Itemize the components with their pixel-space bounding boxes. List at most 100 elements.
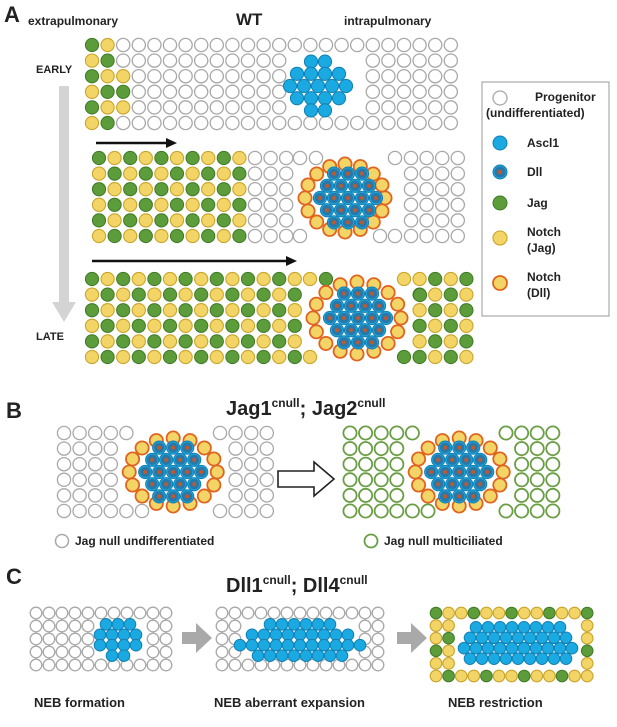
cell xyxy=(55,658,69,672)
cell-grids xyxy=(29,37,594,683)
cell xyxy=(443,349,458,365)
cell xyxy=(396,349,412,365)
cell xyxy=(428,287,443,302)
ascl1-cell xyxy=(311,649,325,662)
ascl1-cell xyxy=(317,91,333,106)
cell xyxy=(56,503,72,519)
cell xyxy=(419,213,434,228)
cell xyxy=(147,68,162,84)
cell xyxy=(232,150,247,166)
cell xyxy=(443,100,459,115)
cell xyxy=(209,287,224,302)
cell xyxy=(373,456,389,472)
cell xyxy=(428,271,443,287)
ascl1-cell xyxy=(245,638,259,652)
legend-key-jag xyxy=(492,195,508,211)
cell xyxy=(216,182,231,197)
timeline-arrow xyxy=(52,86,76,322)
cell xyxy=(91,182,107,197)
cell xyxy=(131,115,147,131)
dll-cell xyxy=(188,478,200,490)
notch-dll-cell xyxy=(492,451,508,467)
legend-label-ascl1: Ascl1 xyxy=(527,136,559,150)
dll-cell xyxy=(195,466,207,478)
cell xyxy=(459,271,474,287)
cell xyxy=(55,619,69,633)
cell xyxy=(56,425,72,441)
cell xyxy=(412,349,427,365)
cell xyxy=(389,487,405,503)
cell xyxy=(365,68,381,84)
cell xyxy=(247,150,263,166)
cell xyxy=(87,488,103,503)
ascl1-cell xyxy=(323,649,337,662)
cell xyxy=(159,619,173,633)
cell xyxy=(42,645,56,659)
ascl1-cell xyxy=(263,649,277,662)
cell xyxy=(278,228,294,244)
cell xyxy=(256,349,271,365)
cell xyxy=(115,115,131,131)
cell xyxy=(107,213,122,228)
cell xyxy=(146,632,160,646)
notch-dll-cell xyxy=(380,285,396,301)
ascl1-cell xyxy=(93,638,107,652)
cell xyxy=(185,150,200,166)
jag-null-undiff-key xyxy=(54,533,70,549)
panel-c-sup1: cnull xyxy=(263,573,291,587)
cell xyxy=(480,669,493,683)
cell xyxy=(271,100,287,115)
cell xyxy=(403,228,419,244)
cell xyxy=(107,228,122,244)
cell xyxy=(580,606,594,620)
dll-cell xyxy=(338,337,350,348)
ascl1-cell xyxy=(499,652,513,665)
cell xyxy=(396,100,412,115)
notch-dll-cell xyxy=(308,324,324,340)
cell xyxy=(568,669,581,683)
cell xyxy=(215,606,229,620)
cell xyxy=(146,606,160,620)
cell xyxy=(159,658,173,672)
cell xyxy=(403,197,419,213)
cell xyxy=(56,441,72,456)
ascl1-cell xyxy=(341,628,355,642)
notch-dll-cell xyxy=(309,214,325,230)
dll-cell xyxy=(345,300,357,312)
cell xyxy=(225,349,240,365)
cell xyxy=(428,303,443,318)
cell xyxy=(107,197,122,212)
dll-cell xyxy=(481,466,493,478)
panel-c-restriction-grid xyxy=(429,606,594,683)
ascl1-cell xyxy=(305,628,319,642)
cell xyxy=(389,441,405,457)
cell xyxy=(427,53,443,68)
cell xyxy=(373,487,389,503)
cell xyxy=(131,303,146,318)
dll-cell xyxy=(380,312,392,324)
cell xyxy=(543,606,556,620)
cell xyxy=(241,658,255,672)
cell xyxy=(131,271,146,287)
cell xyxy=(169,197,185,212)
cell xyxy=(442,619,455,632)
cell xyxy=(29,606,43,620)
legend-sublabel-notch_dll: (Dll) xyxy=(527,286,550,300)
cell xyxy=(100,53,115,68)
cell xyxy=(454,606,468,620)
cell xyxy=(178,334,193,349)
cell xyxy=(162,271,178,287)
cell xyxy=(342,472,358,488)
cell xyxy=(116,334,131,349)
cell xyxy=(517,669,531,683)
ascl1-cell xyxy=(263,618,277,631)
notch-dll-cell xyxy=(206,451,222,467)
cell xyxy=(450,197,466,213)
cell xyxy=(84,287,100,302)
dll-cell xyxy=(363,180,375,192)
ascl1-cell xyxy=(111,618,125,631)
dll-cell xyxy=(188,454,200,466)
cell xyxy=(81,606,95,620)
cell xyxy=(240,318,256,333)
ascl1-cell xyxy=(331,66,347,81)
